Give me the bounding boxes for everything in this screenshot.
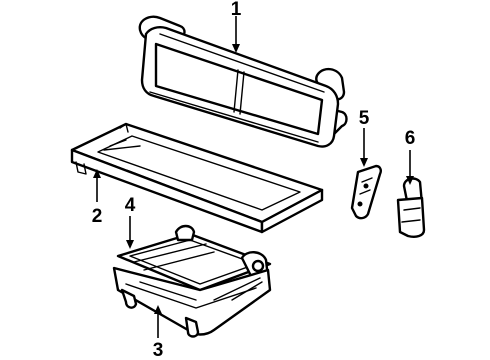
right-side-bracket [396, 177, 426, 238]
seat-track-base [112, 266, 272, 338]
callout-leader-4 [126, 216, 134, 249]
callout-leader-1 [232, 16, 240, 53]
callout-leader-3 [154, 305, 162, 338]
callout-5: 5 [359, 108, 370, 129]
callout-1: 1 [231, 0, 242, 20]
callout-leader-5 [360, 128, 368, 167]
callout-6: 6 [405, 128, 416, 149]
left-side-bracket [350, 164, 382, 220]
callout-leader-2 [93, 169, 101, 202]
seat-adjuster-track [116, 224, 272, 292]
callout-leader-6 [406, 150, 414, 185]
callout-2: 2 [92, 206, 103, 227]
seat-back-frame [138, 15, 348, 148]
seat-cushion-frame [70, 122, 324, 234]
callout-3: 3 [153, 340, 164, 360]
callout-4: 4 [125, 195, 136, 216]
